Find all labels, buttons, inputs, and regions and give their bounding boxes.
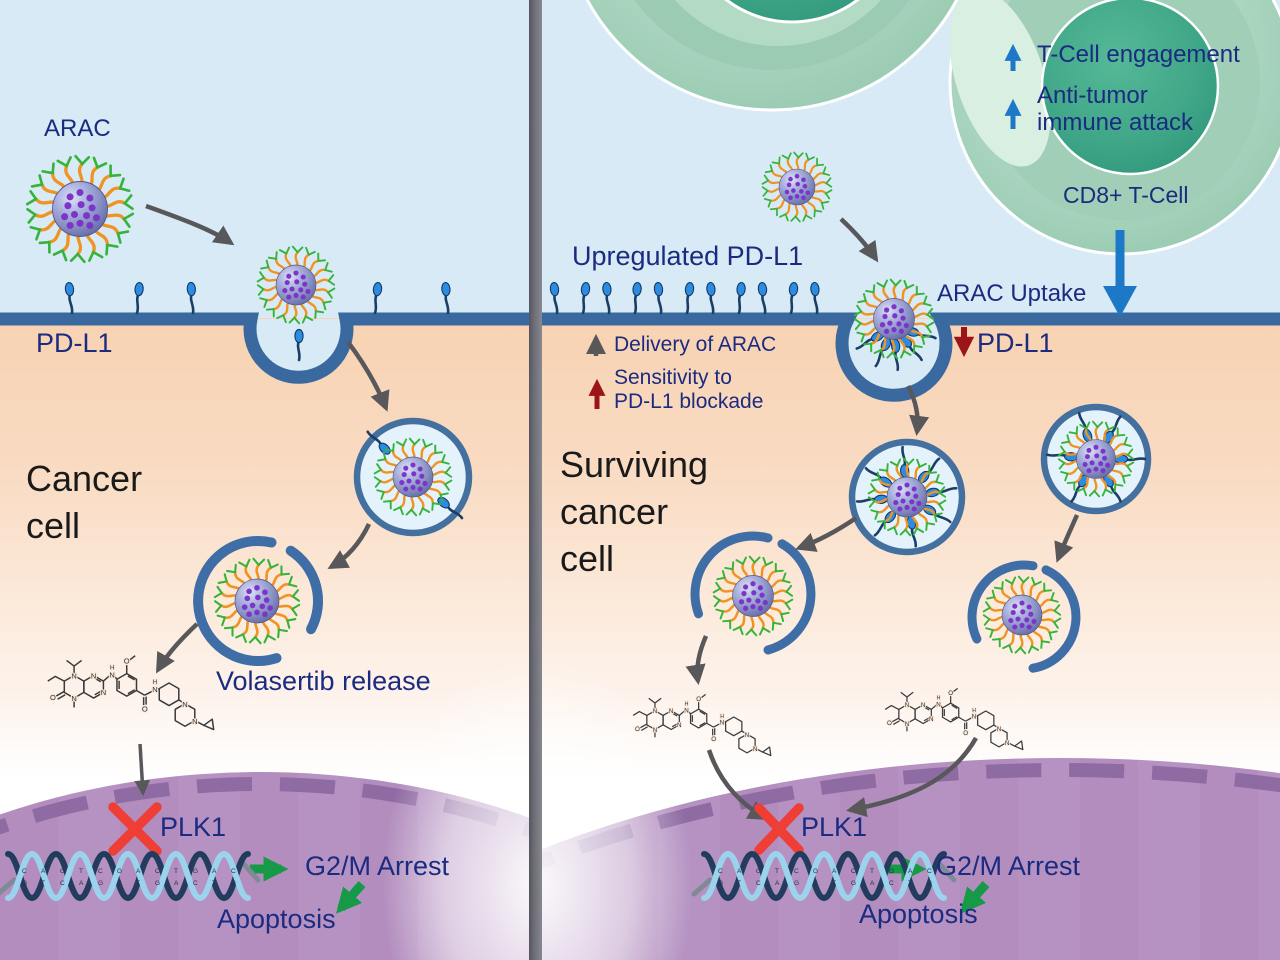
dna-base: T bbox=[41, 880, 45, 887]
dna-base: A bbox=[174, 880, 179, 887]
dna-base: C bbox=[756, 880, 761, 887]
upregulated-pdl1-label: Upregulated PD-L1 bbox=[572, 241, 804, 271]
dna-base: T bbox=[870, 868, 874, 875]
dna-base: G bbox=[813, 868, 818, 875]
dna-base: A bbox=[79, 880, 84, 887]
dna-base: C bbox=[927, 868, 932, 875]
cancer-cell-title: Cancer cell bbox=[26, 456, 142, 550]
dna-base: G bbox=[794, 880, 799, 887]
anti-tumor-line2: immune attack bbox=[1037, 108, 1194, 136]
dna-base: C bbox=[193, 880, 198, 887]
dna-base: T bbox=[832, 880, 836, 887]
dna-base: G bbox=[927, 880, 932, 887]
inhibition-x-icon-left bbox=[108, 802, 162, 856]
surviving-title-line2: cancer bbox=[560, 490, 669, 532]
dna-base: A bbox=[136, 868, 141, 875]
dna-base: T bbox=[79, 868, 83, 875]
dna-base: A bbox=[737, 868, 742, 875]
dna-base: A bbox=[41, 868, 46, 875]
dna-base: T bbox=[737, 880, 741, 887]
dna-base: T bbox=[775, 868, 779, 875]
t-cell-attack-arrow bbox=[1103, 230, 1137, 317]
inhibition-x-icon-right bbox=[754, 803, 804, 855]
dna-base: G bbox=[155, 880, 160, 887]
left-open-vesicle bbox=[193, 535, 323, 666]
right-cell-membrane bbox=[541, 312, 1280, 402]
dna-base: A bbox=[870, 880, 875, 887]
delivery-of-arac-label: Delivery of ARAC bbox=[614, 333, 777, 356]
left-cell-membrane bbox=[0, 312, 533, 384]
dna-base: C bbox=[117, 880, 122, 887]
surviving-title-line3: cell bbox=[560, 537, 615, 579]
dna-base: G bbox=[718, 880, 723, 887]
arrow-apoptosis-right bbox=[960, 881, 990, 914]
dna-base: C bbox=[813, 880, 818, 887]
dna-base: C bbox=[231, 868, 236, 875]
dna-base: G bbox=[889, 868, 894, 875]
pd-l1-label-left: PD-L1 bbox=[36, 328, 113, 358]
arac-label: ARAC bbox=[44, 115, 111, 142]
right-open-vesicle-1 bbox=[690, 531, 816, 655]
cd8-t-cell-label: CD8+ T-Cell bbox=[1063, 182, 1189, 208]
dna-base: G bbox=[851, 880, 856, 887]
dna-base: C bbox=[718, 868, 723, 875]
pd-l1-down-label: PD-L1 bbox=[977, 328, 1054, 358]
dna-base: C bbox=[22, 868, 27, 875]
plk1-label-left: PLK1 bbox=[160, 812, 227, 842]
dna-base: C bbox=[60, 880, 65, 887]
anti-tumor-line1: Anti-tumor bbox=[1037, 82, 1148, 109]
anti-tumor-label: Anti-tumor immune attack bbox=[1037, 82, 1194, 137]
arac-uptake-label: ARAC Uptake bbox=[937, 280, 1087, 307]
dna-base: C bbox=[794, 868, 799, 875]
dna-base: C bbox=[98, 868, 103, 875]
volasertib-release-label: Volasertib release bbox=[216, 666, 431, 696]
arrow-apoptosis-left bbox=[336, 881, 366, 914]
dna-base: G bbox=[22, 880, 27, 887]
cd8-t-cell bbox=[948, 0, 1280, 256]
dna-base: A bbox=[908, 868, 913, 875]
dna-base: G bbox=[98, 880, 103, 887]
apoptosis-label-right: Apoptosis bbox=[859, 899, 978, 929]
dna-base: A bbox=[212, 868, 217, 875]
g2m-arrest-label-left: G2/M Arrest bbox=[305, 851, 450, 881]
sensitivity-line2: PD-L1 blockade bbox=[614, 389, 764, 413]
dna-base: A bbox=[775, 880, 780, 887]
dna-base: C bbox=[851, 868, 856, 875]
apoptosis-label-left: Apoptosis bbox=[217, 904, 336, 934]
sensitivity-label: Sensitivity to PD-L1 blockade bbox=[614, 366, 763, 413]
dna-base: T bbox=[136, 880, 140, 887]
g2m-arrest-label-right: G2/M Arrest bbox=[936, 851, 1081, 881]
dna-base: G bbox=[117, 868, 122, 875]
cancer-cell-title-line2: cell bbox=[26, 504, 81, 546]
panel-divider bbox=[529, 0, 542, 960]
dna-base: A bbox=[832, 868, 837, 875]
dna-base: G bbox=[193, 868, 198, 875]
dna-base: T bbox=[908, 880, 912, 887]
surviving-title-line1: Surviving bbox=[560, 444, 709, 485]
cancer-cell-title-line1: Cancer bbox=[26, 458, 143, 499]
dna-base: G bbox=[60, 868, 65, 875]
surviving-cell-title: Surviving cancer cell bbox=[560, 442, 708, 582]
dna-base: T bbox=[212, 880, 216, 887]
dna-base: C bbox=[889, 880, 894, 887]
t-cell-partial bbox=[585, 0, 959, 112]
dna-base: G bbox=[756, 868, 761, 875]
t-cell-engagement-label: T-Cell engagement bbox=[1037, 41, 1240, 68]
plk1-label-right: PLK1 bbox=[801, 812, 868, 842]
dna-base: C bbox=[155, 868, 160, 875]
right-endocytic-cup-fill bbox=[842, 319, 947, 396]
sensitivity-line1: Sensitivity to bbox=[614, 366, 732, 389]
dna-base: T bbox=[174, 868, 178, 875]
dna-base: G bbox=[231, 880, 236, 887]
right-open-vesicle-2 bbox=[967, 560, 1081, 673]
